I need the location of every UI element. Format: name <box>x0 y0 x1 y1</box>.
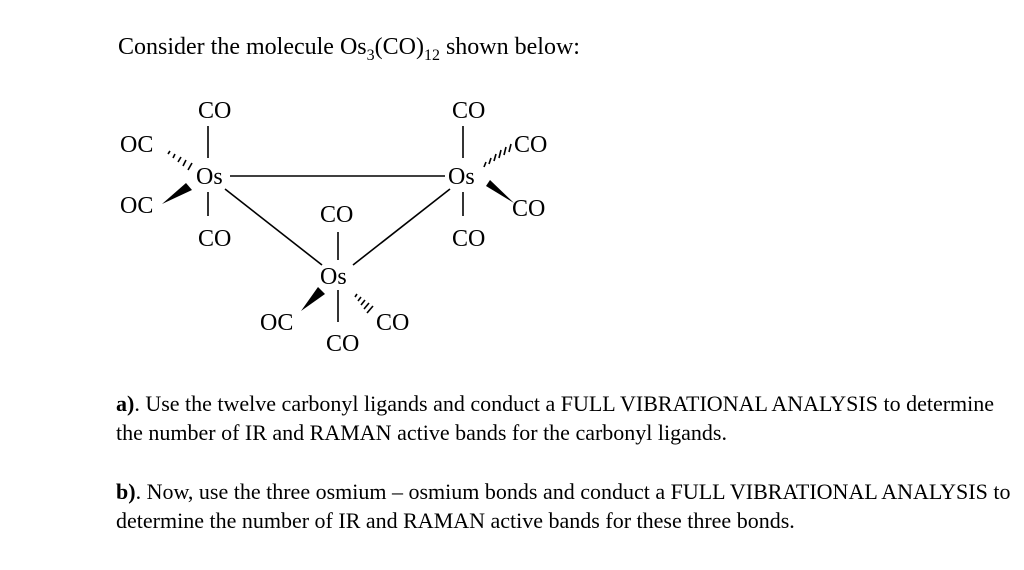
question-b-text: . Now, use the three osmium – osmium bon… <box>116 479 1011 533</box>
oc-wedged-top-left: OC <box>120 193 153 219</box>
os-atom-bottom: Os <box>320 264 347 290</box>
wedge-bond-top-right <box>486 180 514 203</box>
oc-wedged-bottom: OC <box>260 310 293 336</box>
os3-co12-structure: Os CO CO OC OC Os CO CO CO CO CO Os CO O… <box>120 98 547 357</box>
oc-hashed-top-left: OC <box>120 132 153 158</box>
intro-text-mid: (CO) <box>374 34 424 60</box>
wedge-bond-top-left <box>162 183 192 204</box>
co-axial-down-top-right: CO <box>452 226 485 252</box>
co-hashed-top-right: CO <box>514 132 547 158</box>
intro-subscript-3: 3 <box>366 46 375 64</box>
co-axial-down-bottom: CO <box>326 331 359 357</box>
intro-text-before: Consider the molecule Os <box>118 34 367 60</box>
question-a-letter: a) <box>116 391 135 416</box>
wedge-bond-bottom <box>301 287 325 311</box>
os-os-bond-right <box>352 188 451 266</box>
co-axial-up-top-right: CO <box>452 98 485 124</box>
co-wedged-top-right: CO <box>512 196 545 222</box>
question-b: b). Now, use the three osmium – osmium b… <box>116 477 1016 535</box>
os-atom-top-right: Os <box>448 164 475 190</box>
question-b-letter: b) <box>116 479 136 504</box>
hashed-bond-top-left <box>167 150 193 171</box>
co-axial-up-bottom: CO <box>320 202 353 228</box>
co-axial-down-top-left: CO <box>198 226 231 252</box>
question-a-text: . Use the twelve carbonyl ligands and co… <box>116 391 995 445</box>
hashed-bond-top-right <box>483 143 512 168</box>
hashed-bond-bottom <box>354 293 374 314</box>
co-axial-up-top-left: CO <box>198 98 231 124</box>
intro-sentence: Consider the molecule Os3(CO)12 shown be… <box>118 34 580 65</box>
intro-text-after: shown below: <box>439 34 580 60</box>
co-hashed-bottom: CO <box>376 310 409 336</box>
intro-subscript-12: 12 <box>423 46 440 64</box>
question-a: a). Use the twelve carbonyl ligands and … <box>116 389 1016 447</box>
os-atom-top-left: Os <box>196 164 223 190</box>
os-os-bond-left <box>224 188 323 266</box>
